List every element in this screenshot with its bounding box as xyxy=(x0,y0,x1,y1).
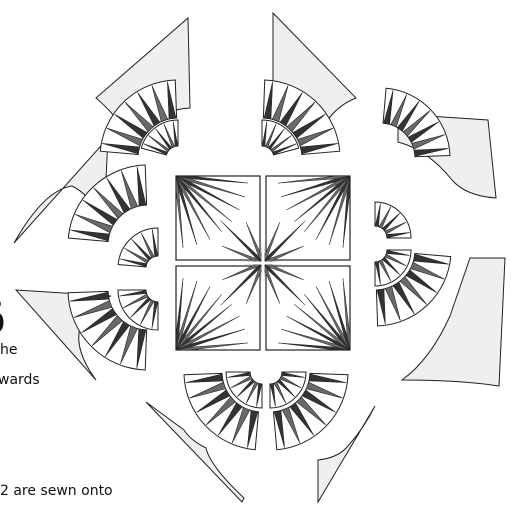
arc-right-top-outer xyxy=(383,88,450,157)
arc-left-top-inner xyxy=(118,228,158,267)
instruction-heading: s 0 xyxy=(0,288,5,336)
instruction-line-2: wards xyxy=(0,372,40,388)
arc-right-top-inner xyxy=(375,202,411,238)
center-block xyxy=(176,176,350,350)
instruction-line-1: he xyxy=(0,342,18,358)
instruction-line-3: 2 are sewn onto xyxy=(0,483,113,499)
heading-fragment-2: 0 xyxy=(0,312,5,336)
